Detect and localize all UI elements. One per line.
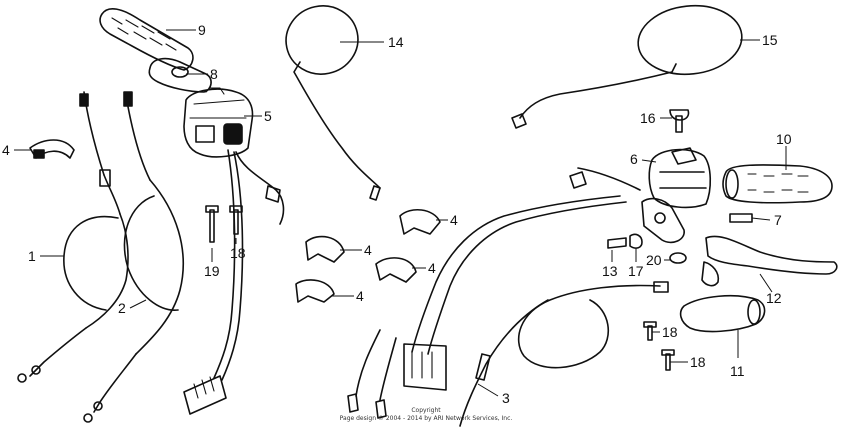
right-switch-housing xyxy=(641,147,712,244)
right-grip xyxy=(722,164,833,204)
callout-2: 2 xyxy=(118,300,126,316)
callout-4-left: 4 xyxy=(2,142,10,158)
front-brake-cable xyxy=(459,281,669,427)
right-mirror xyxy=(511,4,743,129)
front-brake-lever xyxy=(701,235,838,287)
callout-18-right-a: 18 xyxy=(662,324,678,340)
clutch-cable xyxy=(17,91,129,383)
right-switch-wiring xyxy=(347,167,641,419)
callout-6: 6 xyxy=(630,151,638,167)
callout-12: 12 xyxy=(766,290,782,306)
callout-5: 5 xyxy=(264,108,272,124)
callout-15: 15 xyxy=(762,32,778,48)
callout-19: 19 xyxy=(204,263,220,279)
callout-4-clamp-c: 4 xyxy=(428,260,436,276)
copyright-line-2: Page design © 2004 - 2014 by ARI Network… xyxy=(340,415,513,422)
leader-lines xyxy=(14,29,787,397)
left-switch-housing xyxy=(183,87,285,225)
bolts-left xyxy=(205,205,243,243)
left-mirror xyxy=(285,5,381,201)
right-small-hardware xyxy=(607,109,753,371)
callout-18-right-b: 18 xyxy=(690,354,706,370)
callout-4-clamp-a: 4 xyxy=(450,212,458,228)
callout-13: 13 xyxy=(602,263,618,279)
callout-7: 7 xyxy=(774,212,782,228)
callout-9: 9 xyxy=(198,22,206,38)
callout-4-clamp-d: 4 xyxy=(356,288,364,304)
callout-4-clamp-b: 4 xyxy=(364,242,372,258)
throttle-grip xyxy=(99,7,212,93)
lever-cover xyxy=(679,294,766,333)
copyright-line-1: Copyright xyxy=(411,407,441,414)
callout-1: 1 xyxy=(28,248,36,264)
copyright-notice: Copyright Page design © 2004 - 2014 by A… xyxy=(340,407,513,422)
callout-8: 8 xyxy=(210,66,218,82)
left-switch-wiring xyxy=(183,149,244,415)
throttle-cable xyxy=(83,91,184,423)
callout-14: 14 xyxy=(388,34,404,50)
callout-labels: 9 8 5 14 15 16 6 10 7 4 1 2 19 18 4 4 4 … xyxy=(2,22,792,406)
lever-holder-left xyxy=(29,139,75,159)
callout-17: 17 xyxy=(628,263,644,279)
callout-10: 10 xyxy=(776,131,792,147)
callout-11: 11 xyxy=(730,363,745,379)
callout-3: 3 xyxy=(502,390,510,406)
callout-18-left: 18 xyxy=(230,245,246,261)
callout-20: 20 xyxy=(646,252,662,268)
cable-clamps xyxy=(295,209,441,303)
callout-16: 16 xyxy=(640,110,656,126)
